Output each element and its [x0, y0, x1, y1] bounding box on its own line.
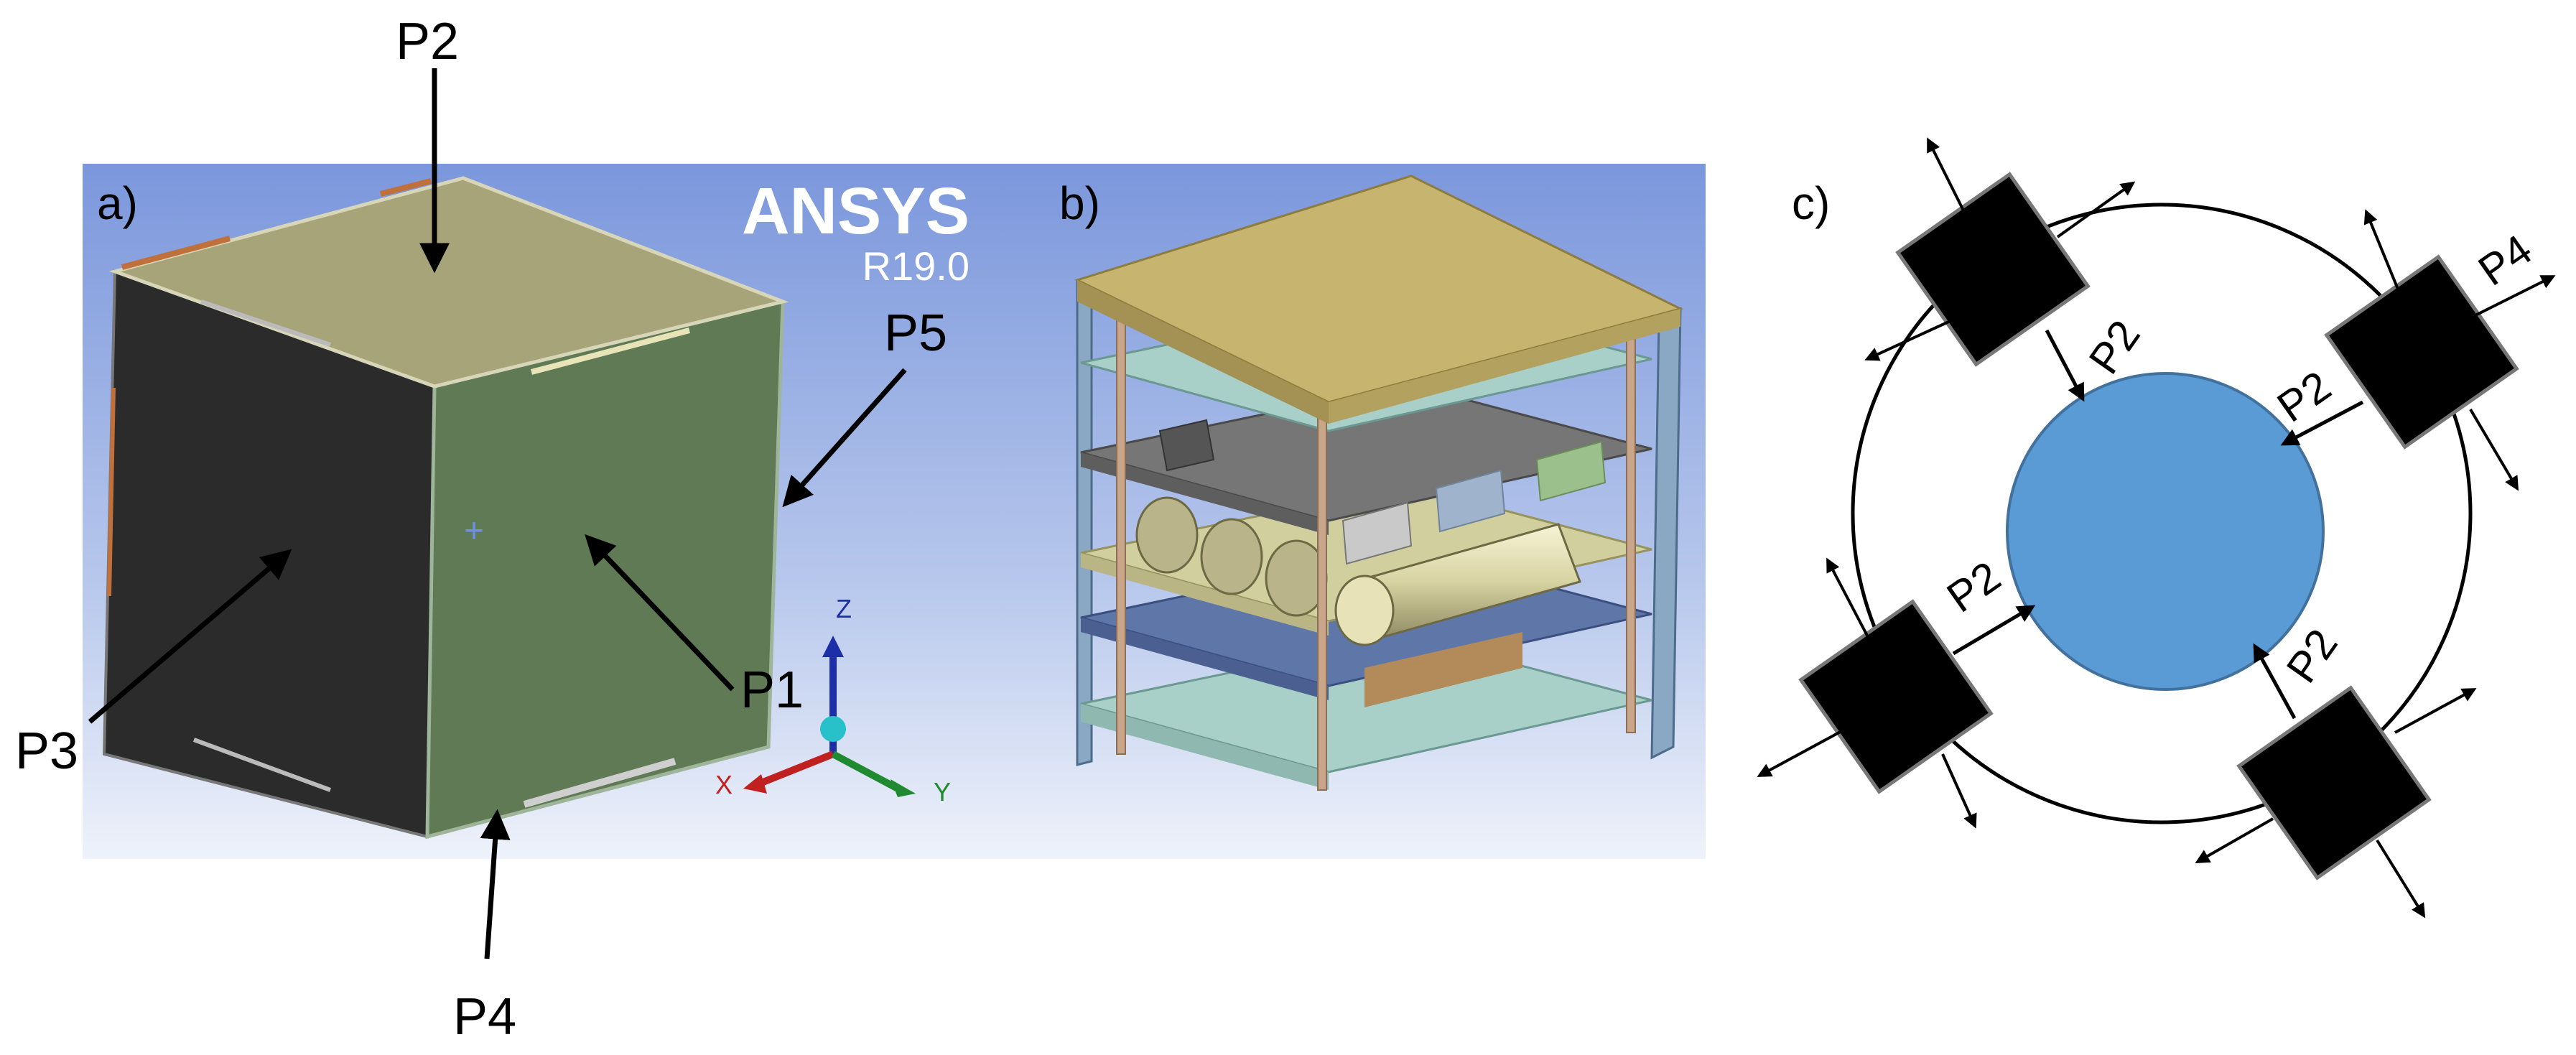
satellite-4-body: [2236, 685, 2432, 880]
tangent-arrow: [2056, 181, 2136, 238]
ansys-version-text: R19.0: [862, 243, 970, 289]
p2-arrow-sat3: [1952, 605, 2036, 656]
cube-slot: [192, 738, 332, 792]
cube-edge-accent: [107, 387, 116, 597]
cube-model: +: [102, 176, 789, 840]
tangent-arrow: [2195, 817, 2274, 863]
outward-arrow: [2466, 275, 2556, 321]
satellite-1-body: [1895, 172, 2091, 367]
satellite-4: [2236, 685, 2432, 880]
tangent-arrow: [2469, 408, 2519, 491]
callout-p5-label: P5: [884, 305, 947, 362]
callout-p1: P1: [585, 534, 804, 719]
cube-edge-accent: [121, 236, 231, 270]
y-axis-arrowhead: [891, 779, 916, 797]
y-axis-line: [831, 750, 900, 792]
satellite-3-body: [1798, 599, 1994, 794]
tangent-arrow: [1941, 753, 1977, 829]
electronics-board-gray-front: [1081, 452, 1329, 535]
tangent-arrow: [1826, 557, 1869, 636]
battery-pack-end: [1334, 575, 1395, 646]
cube-slot: [200, 299, 331, 347]
panel-b: b): [1023, 164, 1706, 859]
tray-plate-blue-front: [1081, 618, 1329, 700]
p2-arrow-sat1: [2045, 329, 2085, 402]
earth-circle: [2006, 372, 2325, 691]
top-plate-gold-front: [1077, 280, 1329, 424]
y-axis-label: Y: [934, 777, 951, 807]
battery-cell: [1135, 496, 1199, 574]
x-axis-line: [756, 750, 834, 788]
cube-slot: [523, 758, 676, 808]
battery-cell: [1200, 518, 1263, 595]
center-cross-icon: +: [464, 512, 484, 550]
outward-arrow: [1757, 728, 1846, 777]
component-box-blue: [1435, 469, 1506, 533]
satellite-internal-model: [1074, 175, 1684, 791]
ansys-logo-text: ANSYS: [742, 175, 970, 248]
x-axis-arrowhead: [743, 774, 767, 794]
satellite-1: [1895, 172, 2091, 367]
callout-p2: P2: [396, 13, 459, 274]
callout-p1-label: P1: [740, 661, 804, 719]
component-box-dark: [1158, 419, 1215, 472]
x-axis-label: X: [715, 770, 733, 799]
support-rod: [1626, 330, 1636, 733]
panel-c: c): [1757, 137, 2556, 919]
component-box-light: [1342, 501, 1413, 565]
cube-top-face: [108, 176, 789, 389]
component-box-green: [1535, 440, 1606, 502]
callout-p5: P5: [782, 305, 947, 508]
callout-p2-label: P2: [396, 13, 459, 70]
callout-p3-arrow: [88, 549, 292, 724]
outward-arrow: [2376, 839, 2426, 919]
support-rod: [1116, 308, 1126, 755]
satellite-2: [2324, 254, 2519, 450]
tangent-arrow: [2363, 209, 2400, 292]
p4-label-sat2: P4: [2470, 226, 2541, 295]
callout-p5-arrow: [782, 368, 907, 508]
z-axis-arrowhead: [822, 636, 844, 657]
bottom-plate-front: [1081, 704, 1329, 790]
tangent-arrow: [1864, 318, 1954, 361]
z-axis-label: Z: [836, 594, 852, 623]
cube-edge-accent: [380, 178, 432, 197]
top-plate-gold-side: [1329, 309, 1680, 424]
callout-p3-label: P3: [15, 722, 78, 780]
p2-label-sat1: P2: [2080, 312, 2149, 383]
cube-right-face: [425, 299, 785, 840]
satellite-3: [1798, 599, 1994, 794]
outward-arrow: [1927, 137, 1973, 227]
callout-p3: P3: [15, 549, 292, 780]
support-rod: [1317, 387, 1327, 791]
p2-arrow-sat2: [2280, 400, 2364, 446]
callout-p4: P4: [453, 809, 516, 1046]
panel-a: a) ANSYS R19.0 + Z X Y: [15, 13, 1023, 1046]
origin-sphere: [820, 716, 846, 742]
tangent-arrow: [2394, 688, 2477, 734]
satellite-2-body: [2324, 254, 2519, 450]
cube-slot: [530, 327, 691, 375]
p2-arrow-sat4: [2253, 643, 2297, 720]
left-side-rail: [1076, 275, 1093, 766]
callout-p1-arrow: [585, 534, 735, 692]
orbit-ring: [1851, 203, 2473, 824]
callout-p4-arrow: [480, 809, 511, 959]
panel-c-label: c): [1792, 177, 1830, 229]
panel-a-label: a): [97, 177, 138, 229]
p2-label-sat3: P2: [1938, 552, 2009, 622]
mid-plate-olive-front: [1081, 553, 1329, 636]
component-box-brown: [1364, 632, 1522, 707]
callout-p4-label: P4: [453, 988, 516, 1046]
coordinate-triad: Z X Y: [715, 594, 951, 807]
panel-b-label: b): [1059, 177, 1100, 229]
